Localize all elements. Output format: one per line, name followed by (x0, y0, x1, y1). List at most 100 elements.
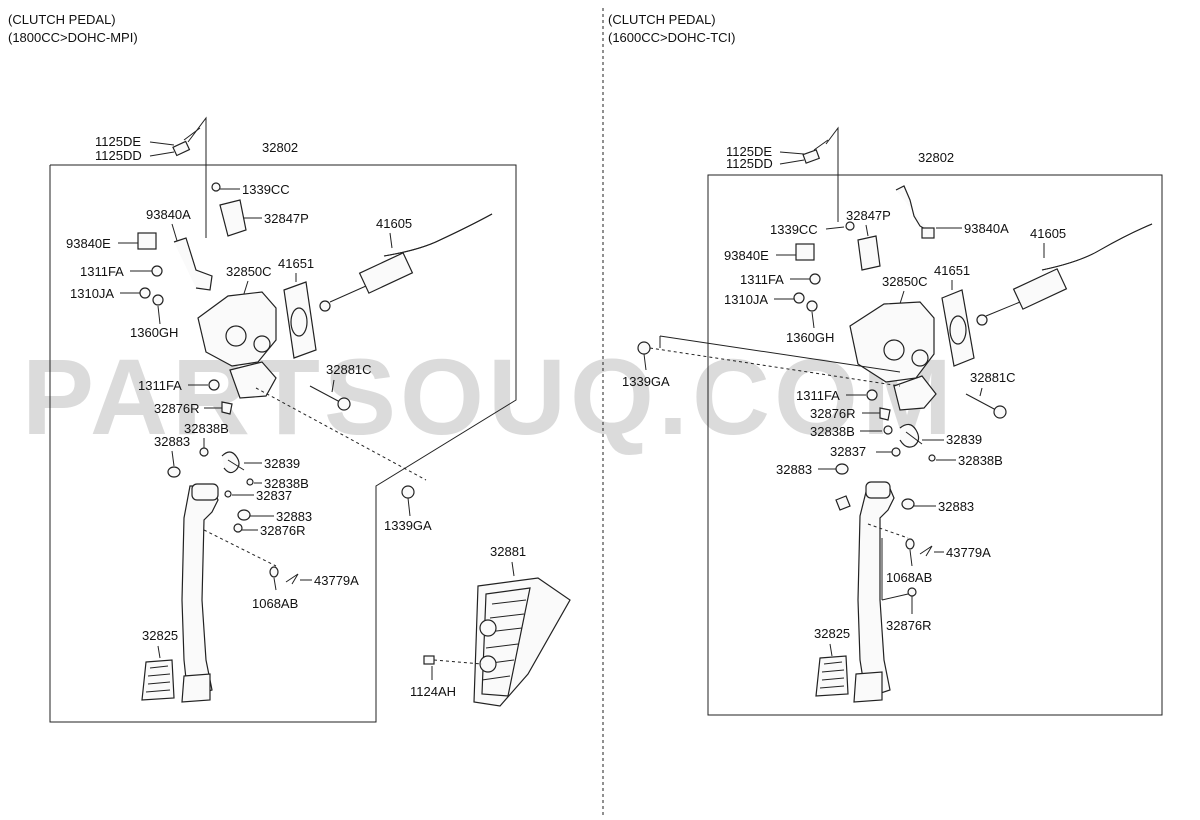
left-label-32881c: 32881C (326, 362, 372, 377)
left-nut-fa-mid-icon (208, 379, 220, 391)
left-label-32876r-2: 32876R (260, 523, 306, 538)
right-label-32837: 32837 (830, 444, 866, 459)
right-label-1339cc: 1339CC (770, 222, 818, 237)
left-bolt-ah-icon (423, 655, 483, 665)
right-pedal-pad-icon (815, 655, 883, 703)
right-label-1311fa-mid: 1311FA (796, 388, 840, 403)
right-master-cylinder-icon (976, 223, 1153, 326)
left-label-32837: 32837 (256, 488, 292, 503)
right-label-1310ja: 1310JA (724, 292, 768, 307)
right-sensor-a-icon (895, 185, 935, 239)
left-label-1339cc: 1339CC (242, 182, 290, 197)
right-nut-fa-top-icon (809, 273, 821, 285)
right-top-bolt-icon (802, 139, 829, 164)
left-master-cylinder-icon (319, 213, 493, 312)
left-label-1360gh: 1360GH (130, 325, 178, 340)
left-label-1311fa-mid: 1311FA (138, 378, 182, 393)
right-stopper-r2-icon (907, 587, 917, 597)
right-bush-883-a-icon (835, 463, 849, 475)
right-label-43779a: 43779A (946, 545, 991, 560)
left-label-32839: 32839 (264, 456, 300, 471)
right-spring-icon (899, 423, 923, 448)
right-label-93840a: 93840A (964, 221, 1009, 236)
left-label-41651: 41651 (278, 256, 314, 271)
left-pin-icon (309, 385, 351, 411)
right-label-32883-b: 32883 (938, 499, 974, 514)
left-sensor-a-icon (173, 237, 213, 291)
right-stopper-r-icon (879, 407, 891, 421)
left-bolt-bracket (187, 116, 207, 238)
left-label-43779a: 43779A (314, 573, 359, 588)
right-leader-ga (649, 347, 901, 387)
left-label-1339ga: 1339GA (384, 518, 432, 533)
left-bush-883-a-icon (167, 466, 181, 478)
left-nut-ja-icon (139, 287, 151, 299)
right-pedal-bracket-icon (849, 301, 937, 411)
left-label-32802: 32802 (262, 140, 298, 155)
left-nut-cc-icon (211, 182, 221, 192)
left-gasket-icon (283, 281, 317, 359)
left-assembly-frame (49, 164, 517, 723)
right-bracket-p-icon (857, 235, 881, 271)
right-label-32883-a: 32883 (776, 462, 812, 477)
right-label-32850c: 32850C (882, 274, 928, 289)
left-label-1125de: 1125DE (95, 134, 141, 149)
left-label-1124ah: 1124AH (410, 684, 456, 699)
left-label-1125dd: 1125DD (95, 148, 142, 163)
left-title-line1: (CLUTCH PEDAL) (8, 12, 116, 27)
right-label-1125dd: 1125DD (726, 156, 773, 171)
right-bush-b-mid-icon (928, 454, 936, 462)
left-nut-ga-icon (401, 485, 415, 499)
left-label-32825: 32825 (142, 628, 178, 643)
right-nut-cc-icon (845, 221, 855, 231)
left-label-1068ab: 1068AB (252, 596, 298, 611)
right-nut-ja-icon (793, 292, 805, 304)
left-nut-fa-top-icon (151, 265, 163, 277)
right-label-32881c: 32881C (970, 370, 1016, 385)
left-top-bolt-icon (172, 127, 201, 157)
left-stopper-r2-icon (233, 523, 243, 533)
right-washer-icon (905, 538, 915, 550)
right-label-32802: 32802 (918, 150, 954, 165)
left-label-32850c: 32850C (226, 264, 272, 279)
right-label-1311fa-top: 1311FA (740, 272, 784, 287)
left-label-32838b-mid: 32838B (264, 476, 309, 491)
right-title-line1: (CLUTCH PEDAL) (608, 12, 716, 27)
left-stopper-r-icon (221, 401, 233, 415)
right-bolt-bracket (825, 126, 839, 222)
right-sensor-e-icon (795, 243, 815, 261)
left-sensor-e-icon (137, 232, 157, 250)
left-label-1310ja: 1310JA (70, 286, 114, 301)
right-label-1360gh: 1360GH (786, 330, 834, 345)
left-section: (CLUTCH PEDAL) (1800CC>DOHC-MPI) 1125DE … (8, 12, 571, 723)
right-label-1125de: 1125DE (726, 144, 772, 159)
right-label-32839: 32839 (946, 432, 982, 447)
left-label-32883-a: 32883 (154, 434, 190, 449)
right-label-32876r: 32876R (810, 406, 856, 421)
left-pedal-rubber-pad-icon (473, 577, 571, 707)
right-label-41651: 41651 (934, 263, 970, 278)
right-nut-fa-mid-icon (866, 389, 878, 401)
right-title-line2: (1600CC>DOHC-TCI) (608, 30, 736, 45)
left-label-1311fa-top: 1311FA (80, 264, 124, 279)
left-label-32881: 32881 (490, 544, 526, 559)
left-bush-b-mid-icon (246, 478, 254, 486)
right-nut-gh-icon (806, 300, 818, 312)
right-label-32825: 32825 (814, 626, 850, 641)
left-pedal-arm-icon (181, 483, 219, 699)
left-label-32883-b: 32883 (276, 509, 312, 524)
right-bush-883-b-icon (901, 498, 915, 510)
left-label-32876r: 32876R (154, 401, 200, 416)
left-label-93840e: 93840E (66, 236, 111, 251)
left-label-41605: 41605 (376, 216, 412, 231)
right-pedal-arm-icon (835, 481, 895, 699)
right-label-1339ga: 1339GA (622, 374, 670, 389)
right-label-93840e: 93840E (724, 248, 769, 263)
left-label-32847p: 32847P (264, 211, 309, 226)
right-nut-ga-icon (637, 341, 651, 355)
left-nut-gh-icon (152, 294, 164, 306)
left-pedal-pad-icon (141, 659, 211, 703)
left-bush-b-top-icon (199, 447, 209, 457)
left-label-32838b-top: 32838B (184, 421, 229, 436)
